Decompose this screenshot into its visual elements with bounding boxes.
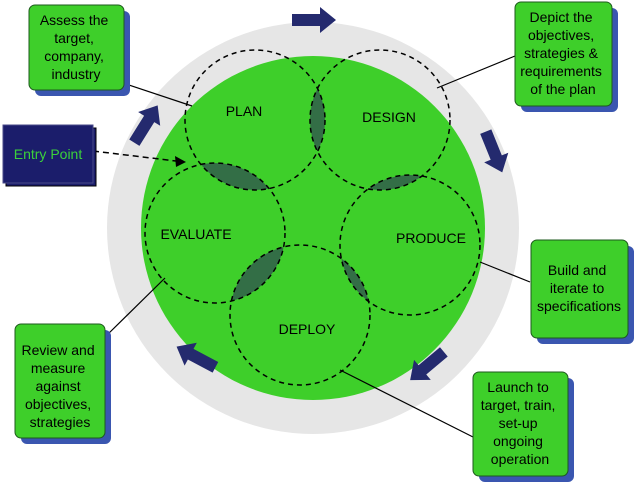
phase-label-design: DESIGN	[362, 109, 416, 125]
svg-text:Depict the objectives,: Depict the objectives, strategies & requ…	[520, 9, 606, 97]
entry-point-box: Entry Point	[2, 124, 97, 187]
produce-circle	[339, 174, 481, 316]
phase-label-produce: PRODUCE	[396, 230, 466, 246]
entry-point-label: Entry Point	[14, 146, 83, 162]
callout-deploy: Launch to target, train, set-up ongoing …	[472, 371, 574, 482]
overlap-deploy-evaluate	[230, 245, 285, 303]
connector-evaluate	[105, 277, 166, 337]
phase-label-plan: PLAN	[226, 103, 263, 119]
callout-design: Depict the objectives, strategies & requ…	[514, 1, 618, 112]
connector-design	[436, 55, 516, 89]
evaluate-circle	[144, 162, 286, 304]
connector-plan	[125, 83, 193, 107]
connector-produce	[479, 261, 531, 283]
svg-text:Assess the target,: Assess the target, company, industry	[40, 12, 112, 82]
plan-circle	[184, 49, 326, 191]
entry-arrow	[92, 150, 186, 167]
phase-label-deploy: DEPLOY	[279, 321, 336, 337]
design-circle	[309, 49, 451, 191]
svg-text:Launch to target, train,: Launch to target, train, set-up ongoing …	[481, 379, 560, 467]
svg-text:Build and iterate to: Build and iterate to specifications	[537, 262, 621, 314]
svg-text:Review and measure: Review and measure against objectives, s…	[21, 342, 98, 430]
callout-evaluate: Review and measure against objectives, s…	[14, 323, 111, 444]
connector-deploy	[339, 369, 474, 438]
callout-plan: Assess the target, company, industry	[28, 4, 130, 96]
deploy-circle	[229, 244, 371, 386]
phase-label-evaluate: EVALUATE	[160, 226, 231, 242]
callout-produce: Build and iterate to specifications	[530, 239, 634, 344]
